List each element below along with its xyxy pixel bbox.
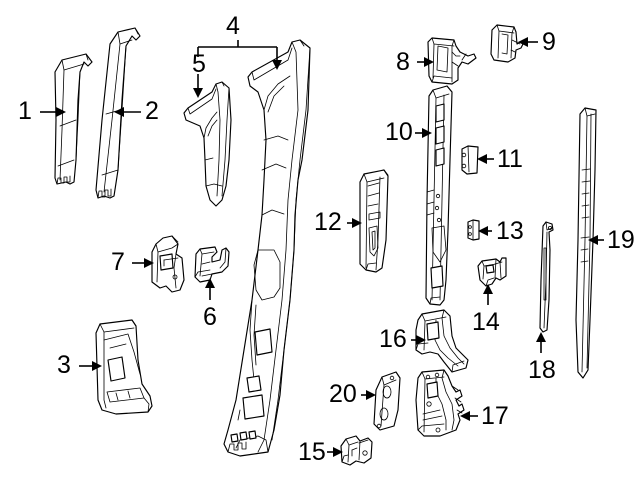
callout-label-4: 4 <box>226 12 240 40</box>
callout-label-7: 7 <box>111 248 125 276</box>
part-9-roof-rail-bracket-outer <box>490 24 524 63</box>
part-15-floor-mount-bracket <box>340 435 373 466</box>
callout-label-3: 3 <box>57 351 71 379</box>
callout-label-14: 14 <box>472 308 500 336</box>
part-13-small-retainer-clip <box>467 219 480 241</box>
callout-label-16: 16 <box>379 325 407 353</box>
callout-label-12: 12 <box>314 208 342 236</box>
part-3-hinge-pillar-reinforcement <box>95 319 153 415</box>
part-20-anchor-plate <box>373 371 401 431</box>
part-17-quarter-panel-reinforcement <box>415 369 465 437</box>
callout-label-17: 17 <box>481 402 509 430</box>
callout-label-6: 6 <box>203 303 217 331</box>
part-6-seat-belt-anchor-bracket <box>194 246 230 283</box>
callout-label-19: 19 <box>607 226 635 254</box>
part-4-center-pillar-assembly <box>223 39 311 457</box>
callout-label-13: 13 <box>496 217 524 245</box>
callout-label-11: 11 <box>497 145 523 173</box>
part-10-rear-pillar-inner-panel <box>425 85 453 306</box>
callout-label-15: 15 <box>298 438 326 466</box>
callout-leaders <box>40 37 604 457</box>
part-11-striker-reinforcement-plate <box>461 145 479 175</box>
part-14-belt-guide-bracket <box>477 257 507 287</box>
callout-label-5: 5 <box>192 50 206 78</box>
part-1-front-pillar-trim-inner-left <box>54 53 93 185</box>
part-19-rear-door-frame-rail <box>575 107 597 379</box>
part-12-rear-pillar-outer-panel <box>359 169 389 273</box>
callout-label-1: 1 <box>18 97 32 125</box>
callout-label-20: 20 <box>329 380 357 408</box>
callout-label-9: 9 <box>542 28 556 56</box>
part-18-door-frame-weatherstrip-retainer <box>539 221 554 333</box>
callout-label-18: 18 <box>528 356 556 384</box>
callout-label-10: 10 <box>385 118 413 146</box>
part-7-upper-hinge-reinforcement <box>151 235 185 293</box>
part-5-center-pillar-upper-bracket <box>183 81 232 207</box>
part-16-lower-pillar-gusset <box>415 309 469 373</box>
part-8-roof-rail-bracket-inner <box>427 37 477 85</box>
callout-label-2: 2 <box>145 97 159 125</box>
callout-label-8: 8 <box>396 48 410 76</box>
